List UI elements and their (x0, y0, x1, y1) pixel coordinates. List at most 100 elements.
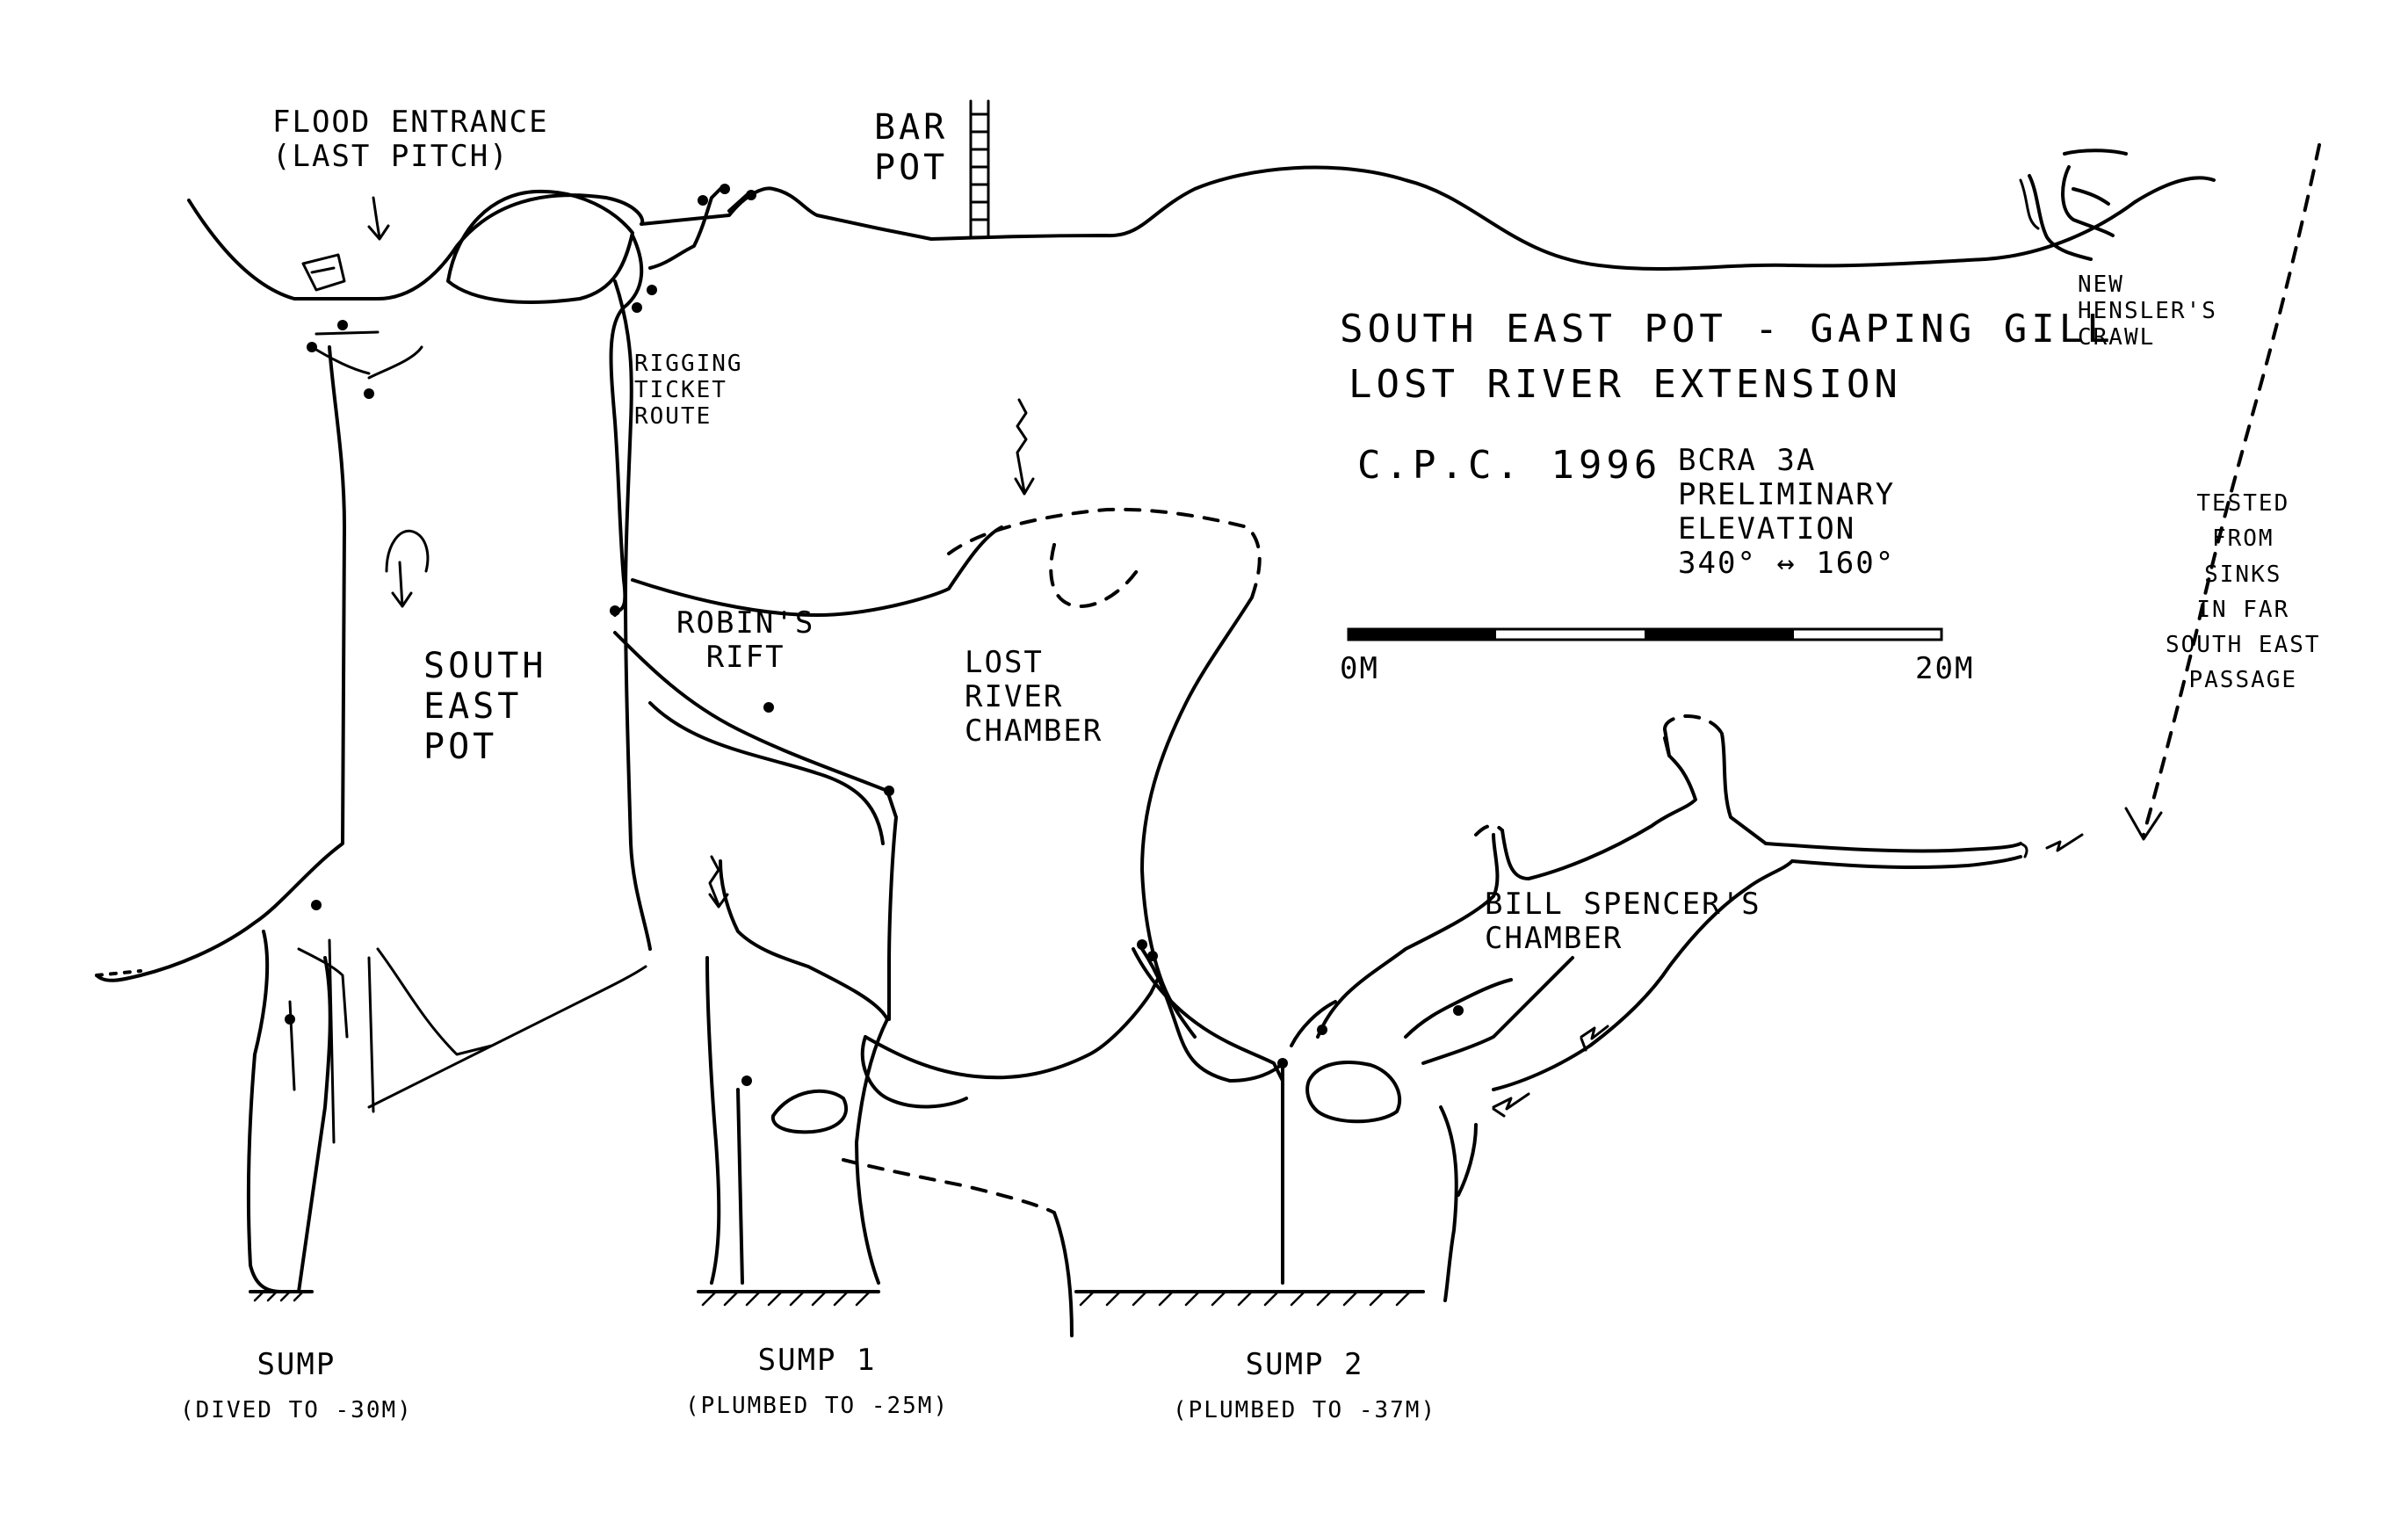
robins-rift-upper (631, 525, 1003, 617)
chamber-left-arrow (708, 855, 729, 909)
rigging-ticket-route-label: RIGGING TICKET ROUTE (634, 351, 743, 431)
surface-profile (187, 165, 2216, 301)
bill-spencers-line2: CHAMBER (1485, 921, 1623, 957)
survey-title-line1: SOUTH EAST POT - GAPING GILL (1340, 307, 2115, 351)
sump-label: SUMP (DIVED TO -30m) (180, 1340, 413, 1430)
sump1-right-wall (1052, 1211, 1074, 1337)
henslers-crawl-2 (2019, 178, 2040, 230)
rigging-label-line2: TICKET (634, 376, 727, 403)
far-passage (1764, 842, 2022, 870)
sump2-left-rising (1404, 978, 1513, 1039)
scale-bar-start-label: 0m (1340, 651, 1379, 686)
lost-river-line1: LOST (965, 645, 1044, 680)
tested-line6: PASSAGE (2188, 667, 2298, 694)
sump1-dashed (842, 1158, 1056, 1214)
flood-entrance-dome (446, 189, 634, 304)
sump2-line1: SUMP 2 (1245, 1347, 1364, 1382)
robins-rift-walls (613, 631, 898, 1021)
new-henslers-crawl-label: NEW HENSLER'S CRAWL (2078, 272, 2217, 351)
sump2-right-wall (1439, 1105, 1478, 1302)
scale-bar-end-label: 20m (1915, 651, 1975, 686)
incoming-arrow-1 (1492, 1092, 1530, 1118)
lost-river-chamber-label: LOST RIVER CHAMBER (965, 645, 1103, 750)
bar-pot-label-line2: POT (874, 148, 949, 188)
bill-spencers-upper (1500, 728, 1697, 880)
sump2-line2: (PLUMBED TO -37m) (1173, 1396, 1437, 1423)
bill-spencers-tower-right (1720, 732, 1768, 845)
south-east-pot-line1: SOUTH (423, 646, 547, 686)
rigging-route (609, 187, 748, 617)
lost-river-chamber-floor (864, 974, 1161, 1080)
far-passage-end (2019, 842, 2028, 858)
lower-pot-ledges (288, 938, 349, 1144)
tested-line2: FROM (2211, 525, 2274, 553)
henslers-line3: CRAWL (2078, 323, 2156, 351)
sump2-pool (1305, 1061, 1402, 1124)
sump1-pool (770, 1089, 849, 1134)
tested-route-arrow (2124, 807, 2163, 841)
survey-status2: ELEVATION (1678, 511, 1856, 547)
lost-river-inner-dash (1049, 543, 1144, 608)
rigging-label-line1: RIGGING (634, 351, 743, 377)
tested-line4: IN FAR (2196, 596, 2290, 623)
rigging-label-line3: ROUTE (634, 402, 712, 430)
south-east-pot-lower-left (246, 930, 332, 1293)
bill-spencers-roof (1474, 823, 1504, 837)
bill-spencers-floor (1492, 859, 1794, 1091)
flood-entrance-block (301, 253, 346, 292)
bill-spencers-lower-right (1421, 956, 1574, 1065)
south-east-pot-label: SOUTH EAST POT (423, 646, 546, 767)
bar-pot-label-line1: BAR (874, 107, 949, 148)
tested-line1: TESTED (2196, 490, 2290, 517)
lost-river-line3: CHAMBER (965, 713, 1103, 750)
sump2-passage (1290, 833, 1500, 1047)
sump-base-hatch (253, 1290, 305, 1302)
flood-entrance-label-line1: FLOOD ENTRANCE (272, 105, 549, 140)
bar-pot-label: BAR POT (874, 107, 948, 188)
lost-river-left-wall (719, 859, 889, 1021)
survey-club-year: C.P.C. 1996 (1357, 443, 1662, 488)
south-east-pot-rubble-slope (367, 947, 647, 1113)
henslers-line2: HENSLER'S (2078, 297, 2217, 324)
survey-grade-block: BCRA 3a PRELIMINARY ELEVATION 340° ↔ 160… (1678, 443, 1896, 582)
south-east-pot-line3: POT (423, 727, 498, 767)
sump1-upper-pool (860, 1035, 968, 1109)
henslers-line1: NEW (2078, 272, 2124, 298)
sump2-label: SUMP 2 (PLUMBED TO -37m) (1173, 1340, 1436, 1430)
left-passage-stub (95, 969, 142, 977)
incoming-arrow-2 (1580, 1025, 1609, 1052)
pot-down-arrow (385, 529, 430, 608)
tested-line3: SINKS (2204, 561, 2282, 588)
central-shaft (1132, 947, 1284, 1285)
bill-spencers-chamber-label: BILL SPENCER'S CHAMBER (1485, 887, 1761, 956)
tested-line5: SOUTH EAST (2166, 632, 2321, 659)
sump1-base-hatch (701, 1290, 871, 1307)
lost-river-chamber-right-wall (1140, 596, 1254, 1039)
sump-line2: (DIVED TO -30m) (180, 1396, 413, 1423)
tested-from-sinks-label: TESTED FROM SINKS IN FAR SOUTH EAST PASS… (2166, 486, 2321, 699)
bar-pot-ladder-rungs (969, 112, 990, 221)
sump1-left-wall (705, 956, 889, 1285)
lost-river-down-arrow (1014, 398, 1035, 496)
entrance-ledges (310, 330, 423, 380)
lost-river-chamber-roof (947, 507, 1262, 599)
incoming-arrow-3 (2045, 833, 2084, 852)
bill-spencers-tower (1663, 714, 1724, 735)
flood-entrance-label-line2: (LAST PITCH) (272, 139, 510, 175)
robins-rift-label: ROBIN'S RIFT (676, 605, 815, 675)
survey-status1: PRELIMINARY (1678, 477, 1896, 513)
survey-bearing: 340° ↔ 160° (1678, 546, 1896, 582)
sump2-base-hatch (1079, 1290, 1412, 1307)
flood-entrance-arrow (367, 196, 390, 241)
central-shaft-left (1140, 947, 1284, 1083)
sump1-label: SUMP 1 (PLUMBED TO -25m) (685, 1336, 949, 1425)
sump1-line2: (PLUMBED TO -25m) (685, 1392, 950, 1419)
survey-title-line2: LOST RIVER EXTENSION (1349, 362, 1902, 407)
survey-grade: BCRA 3a (1678, 443, 1817, 478)
flood-entrance-label: FLOOD ENTRANCE (LAST PITCH) (272, 105, 549, 174)
sump1-line1: SUMP 1 (757, 1343, 877, 1378)
bill-spencers-line1: BILL SPENCER'S (1485, 887, 1761, 922)
south-east-pot-line2: EAST (423, 686, 523, 727)
robins-rift-line1: ROBIN'S (676, 605, 815, 641)
